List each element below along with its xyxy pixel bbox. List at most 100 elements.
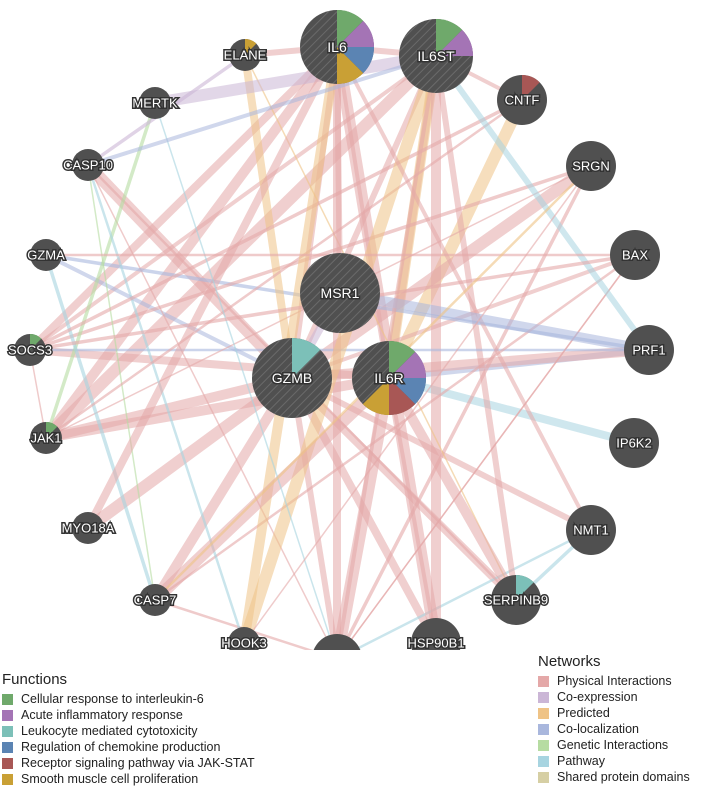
node-label: GZMA (27, 248, 65, 263)
function-legend-label: Smooth muscle cell proliferation (21, 772, 199, 786)
edge-gzmb-jak1 (41, 373, 297, 443)
node-label: BAX (622, 248, 648, 263)
node-hsp90b1[interactable]: HSP90B1 (406, 618, 466, 650)
node-label: IP6K2 (616, 436, 651, 451)
node-circle (610, 230, 660, 280)
network-legend-swatch (538, 691, 549, 703)
network-legend-label: Physical Interactions (557, 674, 672, 688)
node-circle (139, 87, 171, 119)
node-il6[interactable]: IL6 (300, 10, 374, 84)
edge-il6r-ip6k2 (385, 374, 638, 447)
node-prf1[interactable]: PRF1 (624, 325, 674, 375)
node-label: CASP7 (134, 593, 177, 608)
node-function-sector (245, 39, 257, 55)
node-function-sector (30, 334, 42, 350)
network-legend-item: Physical Interactions (538, 673, 690, 689)
node-function-sector (362, 378, 389, 415)
edge-il6-myo18a (84, 43, 341, 532)
edge-msr1-prf1 (335, 288, 654, 355)
network-legend-swatch (538, 755, 549, 767)
node-hook3[interactable]: HOOK3 (220, 627, 268, 651)
node-circle (609, 418, 659, 468)
node-il6r[interactable]: IL6R (352, 341, 426, 415)
network-legend-label: Co-expression (557, 690, 638, 704)
node-bid[interactable]: BID (312, 634, 362, 650)
edge-gzmb-gzma (44, 253, 294, 380)
node-label: JAK1 (30, 431, 61, 446)
node-elane[interactable]: ELANE (222, 39, 268, 71)
node-cntf[interactable]: CNTF (497, 75, 547, 125)
node-socs3[interactable]: SOCS3 (6, 334, 54, 366)
node-gzma[interactable]: GZMA (26, 239, 67, 271)
function-legend-label: Leukocyte mediated cytotoxicity (21, 724, 198, 738)
edge-gzmb-bid (289, 375, 339, 650)
node-function-sector (337, 47, 374, 74)
network-legend-swatch (538, 707, 549, 719)
edge-il6-socs3 (26, 43, 341, 354)
edge-il6r-casp7 (149, 372, 395, 606)
node-circle (300, 253, 380, 333)
function-legend-label: Acute inflammatory response (21, 708, 183, 722)
node-casp7[interactable]: CASP7 (132, 584, 178, 616)
node-il6st[interactable]: IL6ST (399, 19, 473, 93)
network-legend-label: Genetic Interactions (557, 738, 669, 752)
node-function-sector (436, 19, 463, 56)
edge-casp10-hook3 (86, 163, 246, 645)
node-function-sector (46, 422, 58, 438)
network-legend-swatch (538, 739, 549, 751)
edge-il6st-prf1 (433, 53, 652, 353)
edge-bax-casp7 (153, 253, 637, 602)
network-legend-label: Shared protein domains (557, 770, 690, 784)
node-label: GZMB (272, 370, 312, 386)
function-legend-swatch (2, 693, 13, 705)
edge-socs3-cntf (28, 98, 524, 352)
function-legend-item: Regulation of chemokine production (2, 739, 255, 755)
network-legend-swatch (538, 675, 549, 687)
node-circle (624, 325, 674, 375)
function-legend-item: Leukocyte mediated cytotoxicity (2, 723, 255, 739)
node-serpinb9[interactable]: SERPINB9 (482, 575, 550, 625)
function-legend-swatch (2, 709, 13, 721)
network-legend-item: Predicted (538, 705, 690, 721)
node-gzmb[interactable]: GZMB (252, 338, 332, 418)
edge-bid-nmt1 (351, 528, 593, 650)
node-circle (228, 627, 260, 650)
edge-mertk-bid (154, 102, 335, 650)
node-ip6k2[interactable]: IP6K2 (609, 418, 659, 468)
function-legend-swatch (2, 725, 13, 737)
network-legend-label: Co-localization (557, 722, 639, 736)
node-nmt1[interactable]: NMT1 (566, 505, 616, 555)
node-myo18a[interactable]: MYO18A (60, 512, 116, 544)
network-legend-item: Co-localization (538, 721, 690, 737)
node-circle (313, 634, 361, 650)
edge-nmt1-il6 (335, 45, 593, 532)
function-legend-label: Receptor signaling pathway via JAK-STAT (21, 756, 255, 770)
network-legend-item: Shared protein domains (538, 769, 690, 785)
network-legend-label: Predicted (557, 706, 610, 720)
node-jak1[interactable]: JAK1 (29, 422, 63, 454)
node-label: IL6R (374, 370, 404, 386)
node-casp10[interactable]: CASP10 (62, 149, 114, 181)
node-srgn[interactable]: SRGN (566, 141, 616, 191)
node-bax[interactable]: BAX (610, 230, 660, 280)
edge-gzmb-myo18a (82, 372, 298, 534)
node-circle (72, 149, 104, 181)
node-msr1[interactable]: MSR1 (300, 253, 380, 333)
edge-bax-bid (342, 254, 636, 650)
edge-casp10-casp7 (87, 164, 156, 601)
node-label: HOOK3 (221, 636, 267, 651)
node-circle (30, 239, 62, 271)
node-circle (566, 141, 616, 191)
network-legend-item: Co-expression (538, 689, 690, 705)
function-legend-item: Acute inflammatory response (2, 707, 255, 723)
node-label: IL6ST (417, 48, 455, 64)
functions-legend: Functions Cellular response to interleuk… (2, 671, 255, 787)
edge-jak1-cntf (44, 98, 524, 440)
node-function-sector (389, 351, 426, 378)
node-circle (72, 512, 104, 544)
node-label: MYO18A (62, 521, 115, 536)
node-mertk[interactable]: MERTK (131, 87, 179, 119)
